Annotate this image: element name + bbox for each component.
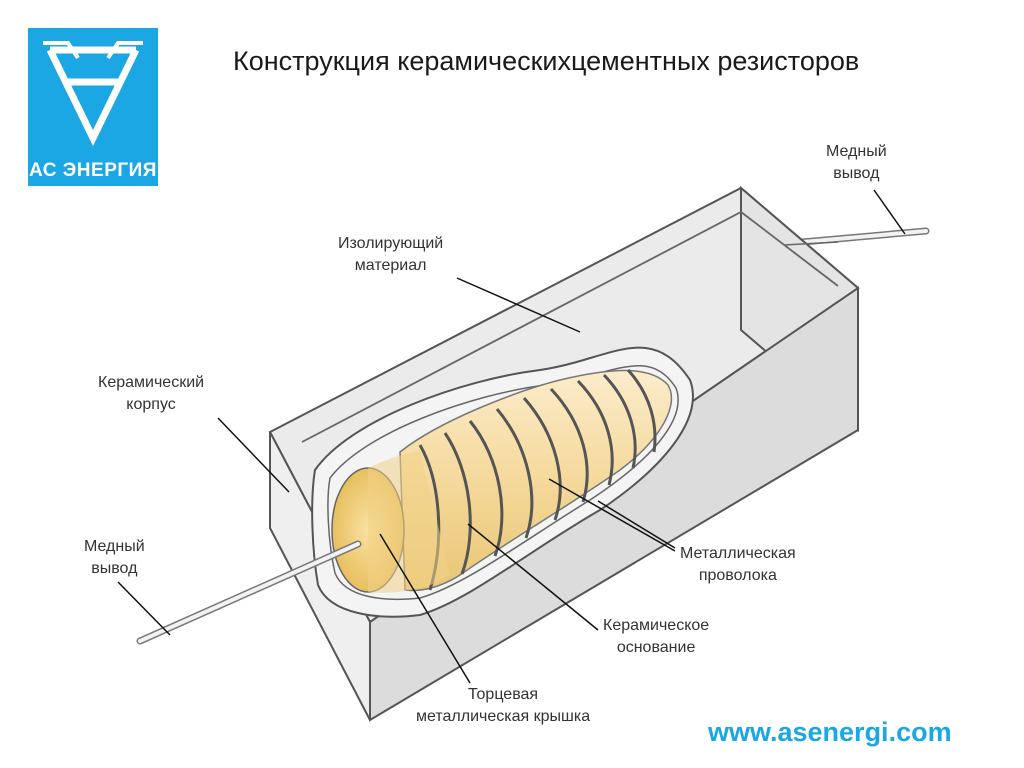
metal-wire-coils [418, 368, 657, 591]
label-ceramic-body: Керамический корпус [98, 374, 205, 413]
leader-ceramic-body [217, 417, 290, 493]
website-link[interactable]: www.asenergi.com [708, 717, 952, 747]
label-lead-top: Медный вывод [826, 143, 887, 182]
label-end-cap: Торцевая металлическая крышка [416, 686, 591, 725]
label-metal-wire: Металлическая проволока [680, 545, 796, 584]
brand-logo: АС ЭНЕРГИЯ [28, 28, 158, 186]
leader-insulation [456, 277, 581, 333]
label-lead-bottom: Медный вывод [84, 538, 145, 577]
page-title: Конструкция керамическихцементных резист… [233, 46, 860, 76]
label-ceramic-base: Керамическое основание [603, 617, 710, 656]
leader-lead-bottom [117, 581, 171, 636]
brand-logo-icon [43, 41, 143, 146]
leader-ceramic-base [467, 523, 599, 631]
brand-logo-text: АС ЭНЕРГИЯ [29, 160, 157, 181]
leader-metal-wire-2 [548, 478, 676, 552]
ceramic-core [399, 369, 673, 592]
leader-end-cap [379, 533, 471, 684]
leader-metal-wire-1 [597, 500, 676, 549]
leader-lead-top [873, 189, 906, 235]
label-insulation: Изолирующий материал [338, 235, 444, 274]
